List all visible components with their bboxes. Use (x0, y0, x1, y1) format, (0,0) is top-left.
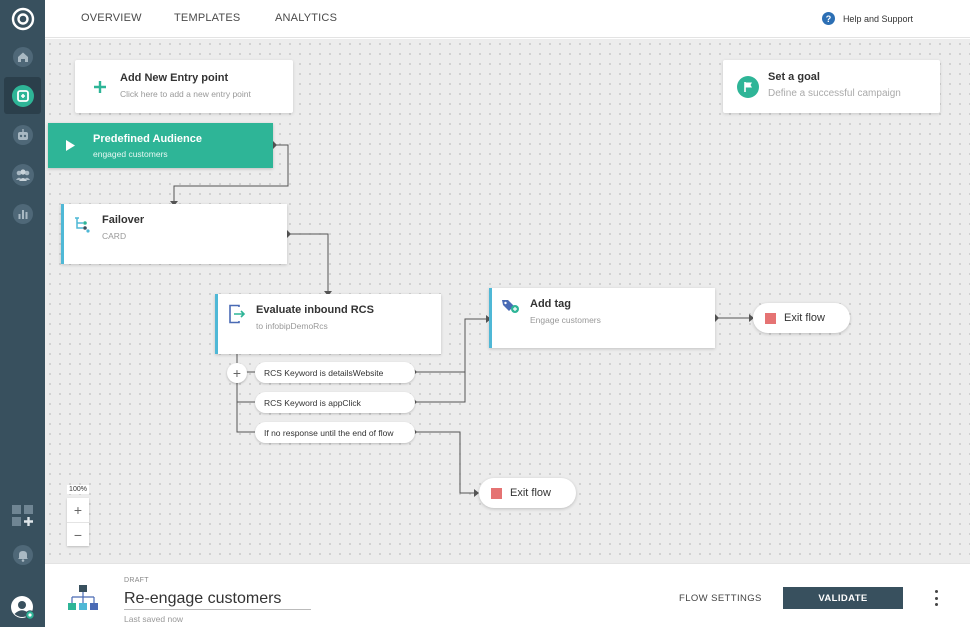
audience-title: Predefined Audience (93, 133, 203, 145)
failover-subtitle: CARD (102, 231, 127, 241)
flag-icon (737, 76, 759, 98)
flow-status: DRAFT (124, 577, 149, 584)
failover-node[interactable]: Failover CARD (61, 204, 287, 264)
help-and-support-link[interactable]: ? Help and Support (821, 12, 913, 25)
help-icon: ? (821, 12, 835, 25)
home-icon[interactable] (4, 38, 41, 75)
tag-icon (502, 300, 519, 313)
evaluate-inbound-rcs-node[interactable]: Evaluate inbound RCS to infobipDemoRcs (215, 294, 441, 354)
zoom-controls: 100% + − (67, 485, 90, 546)
people-icon[interactable] (4, 156, 41, 193)
add-branch-button[interactable]: + (227, 363, 247, 383)
flow-settings-button[interactable]: FLOW SETTINGS (679, 593, 762, 604)
tab-analytics[interactable]: ANALYTICS (275, 12, 338, 24)
predefined-audience-node[interactable]: Predefined Audience engaged customers (48, 123, 273, 168)
exit-flow-node-2[interactable]: Exit flow (479, 478, 576, 508)
tab-overview[interactable]: OVERVIEW (81, 12, 142, 24)
add-tag-subtitle: Engage customers (530, 315, 601, 325)
flow-name-input[interactable]: Re-engage customers (124, 590, 311, 610)
exit-square-icon (765, 312, 776, 324)
left-navigation (0, 0, 45, 627)
audience-subtitle: engaged customers (93, 149, 168, 159)
last-saved-text: Last saved now (124, 614, 184, 624)
zoom-level: 100% (67, 485, 89, 494)
entry-point-subtitle: Click here to add a new entry point (120, 89, 251, 99)
apps-add-icon[interactable] (4, 497, 41, 534)
branch-app-click[interactable]: RCS Keyword is appClick (255, 392, 415, 413)
exit-flow-node-1[interactable]: Exit flow (753, 303, 850, 333)
logo-icon[interactable] (4, 0, 41, 37)
evaluate-subtitle: to infobipDemoRcs (256, 321, 328, 331)
user-avatar-icon[interactable] (4, 589, 41, 626)
branch-details-website[interactable]: RCS Keyword is detailsWebsite (255, 362, 415, 383)
zoom-out-button[interactable]: − (67, 522, 89, 546)
plus-icon (94, 81, 106, 93)
bottom-bar: DRAFT Re-engage customers Last saved now… (45, 563, 970, 627)
exit-square-icon (491, 487, 502, 499)
branch-no-response[interactable]: If no response until the end of flow (255, 422, 415, 443)
flow-canvas[interactable]: Add New Entry point Click here to add a … (45, 39, 970, 563)
goal-subtitle: Define a successful campaign (768, 88, 901, 99)
zoom-in-button[interactable]: + (73, 502, 83, 518)
flow-diagram-icon (68, 585, 98, 610)
bot-icon[interactable] (4, 116, 41, 153)
analytics-icon[interactable] (4, 195, 41, 232)
failover-title: Failover (102, 214, 145, 226)
zoom-buttons: + − (67, 498, 89, 546)
help-label: Help and Support (842, 13, 913, 24)
flow-icon[interactable] (4, 77, 41, 114)
play-icon (66, 140, 75, 151)
top-bar: OVERVIEW TEMPLATES ANALYTICS ? Help and … (45, 0, 970, 38)
add-entry-point-card[interactable]: Add New Entry point Click here to add a … (75, 60, 293, 113)
set-goal-card[interactable]: Set a goal Define a successful campaign (723, 60, 940, 113)
evaluate-icon (229, 304, 246, 324)
exit-flow-label: Exit flow (784, 312, 825, 324)
tab-templates[interactable]: TEMPLATES (174, 12, 241, 24)
evaluate-title: Evaluate inbound RCS (256, 304, 374, 316)
validate-button[interactable]: VALIDATE (783, 587, 903, 609)
goal-title: Set a goal (768, 71, 820, 83)
exit-flow-label: Exit flow (510, 487, 551, 499)
failover-icon (75, 217, 90, 233)
bell-icon[interactable] (4, 536, 41, 573)
add-tag-node[interactable]: Add tag Engage customers (489, 288, 715, 348)
add-tag-title: Add tag (530, 298, 571, 310)
entry-point-title: Add New Entry point (120, 72, 229, 84)
more-options-icon[interactable] (931, 590, 941, 606)
